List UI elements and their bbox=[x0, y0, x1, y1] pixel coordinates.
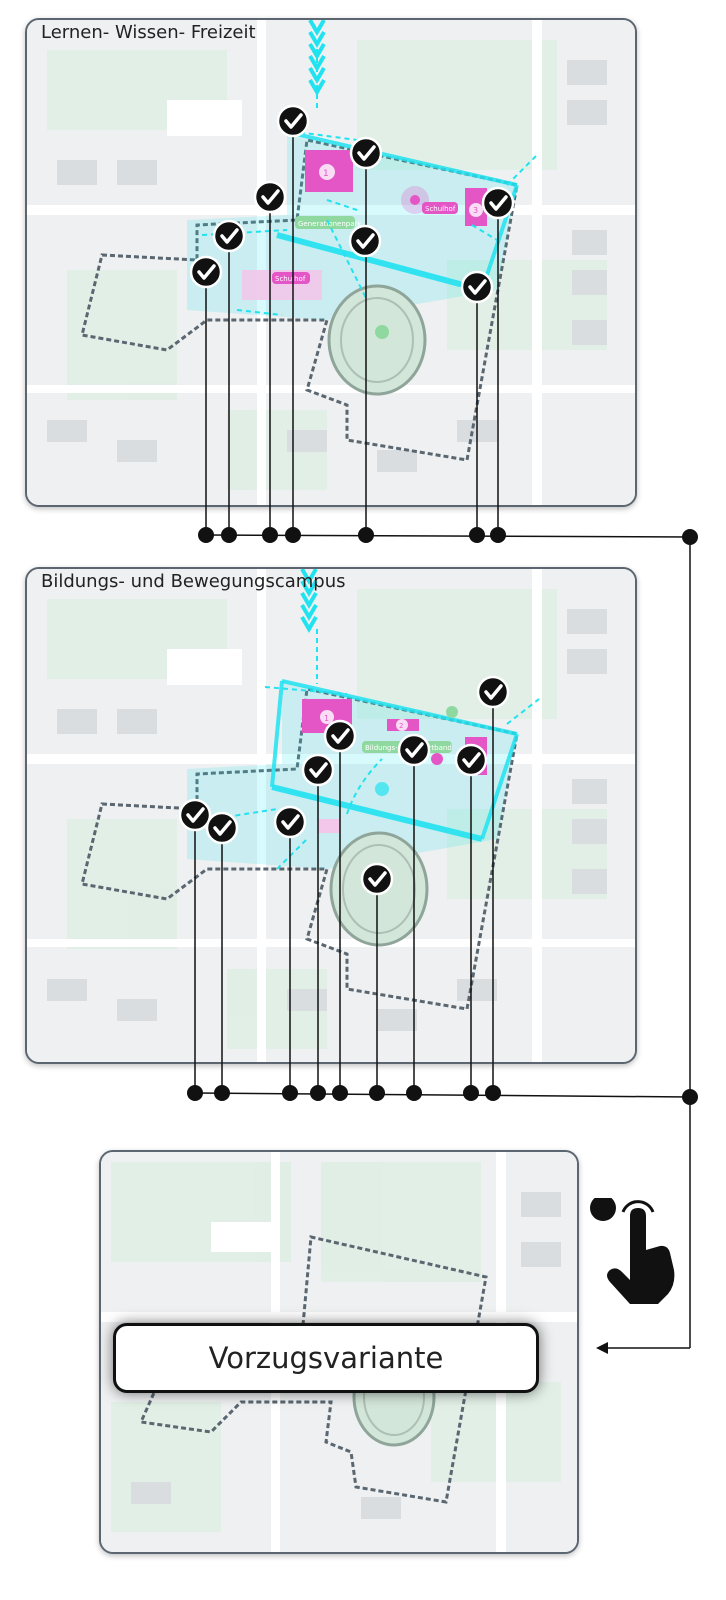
connector-dot bbox=[469, 527, 485, 543]
site-map-1: Generationenpark Schulhof Schulhof 1 3 bbox=[27, 20, 635, 505]
building-number-2-1: 1 bbox=[324, 714, 329, 723]
building-number-1-1: 1 bbox=[323, 169, 329, 179]
arrow-left-icon bbox=[596, 1342, 608, 1354]
panel-title-2: Bildungs- und Bewegungscampus bbox=[41, 571, 346, 592]
connector-dot bbox=[310, 1085, 326, 1101]
site-map-2: Bildungs- und Sportband 1 2 3 bbox=[27, 569, 635, 1062]
connector-dot bbox=[187, 1085, 203, 1101]
park-label-1: Generationenpark bbox=[298, 220, 362, 228]
connector-dot bbox=[406, 1085, 422, 1101]
building-number-2-3: 3 bbox=[473, 756, 477, 764]
connector-dot bbox=[282, 1085, 298, 1101]
schoolyard-label-1a: Schulhof bbox=[425, 205, 456, 213]
connector-dot bbox=[262, 527, 278, 543]
connector-dot bbox=[682, 529, 698, 545]
connector-dot bbox=[490, 527, 506, 543]
variant-panel-1[interactable]: Generationenpark Schulhof Schulhof 1 3 L… bbox=[25, 18, 637, 507]
connector-dot bbox=[221, 527, 237, 543]
park-label-2: Bildungs- und Sportband bbox=[365, 744, 452, 752]
variant-panel-2[interactable]: Bildungs- und Sportband 1 2 3 Bildungs- … bbox=[25, 567, 637, 1064]
schoolyard-label-1b: Schulhof bbox=[275, 275, 306, 283]
building-number-1-3: 3 bbox=[473, 206, 478, 215]
panel-title-1: Lernen- Wissen- Freizeit bbox=[41, 22, 256, 43]
preferred-variant-button[interactable]: Vorzugsvariante bbox=[113, 1323, 539, 1393]
connector-dot bbox=[285, 527, 301, 543]
hand-pointer-icon bbox=[590, 1198, 675, 1304]
connector-dot bbox=[358, 527, 374, 543]
connector-dot bbox=[214, 1085, 230, 1101]
connector-dot bbox=[463, 1085, 479, 1101]
connector-dot bbox=[332, 1085, 348, 1101]
building-number-2-2: 2 bbox=[399, 722, 403, 730]
connector-dot bbox=[198, 527, 214, 543]
connector-dot bbox=[682, 1089, 698, 1105]
connector-dot bbox=[485, 1085, 501, 1101]
connector-dot bbox=[369, 1085, 385, 1101]
